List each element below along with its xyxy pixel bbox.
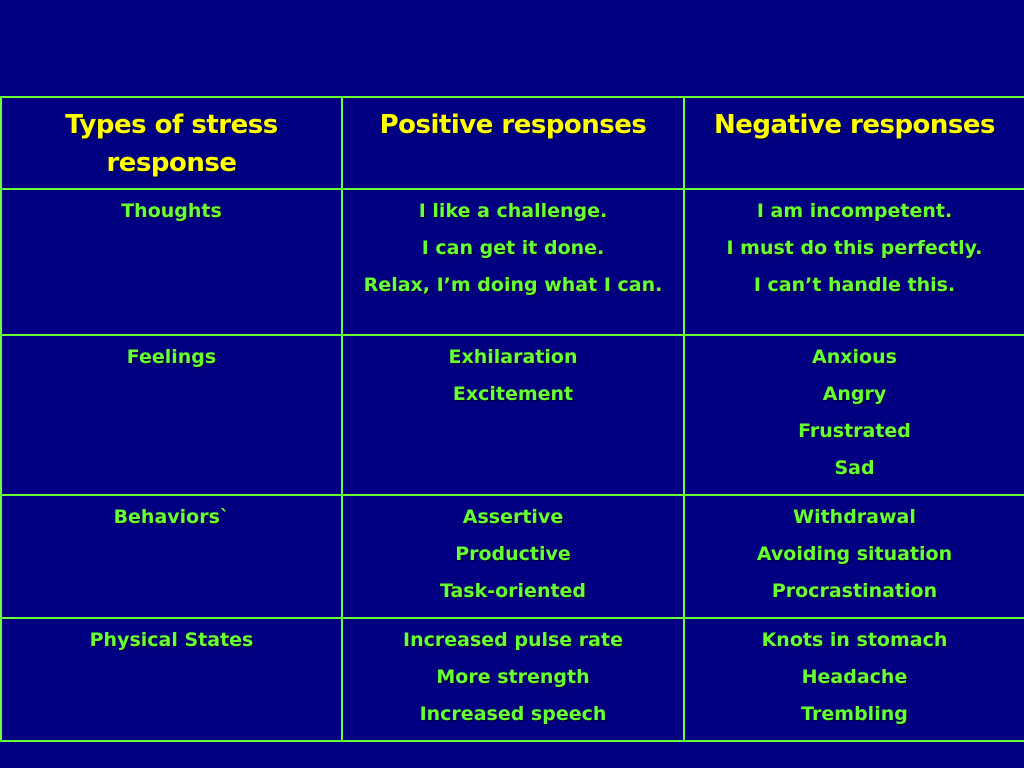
positive-cell: Increased pulse rate More strength Incre… [341, 617, 685, 742]
row-type-cell: Feelings [0, 334, 343, 496]
row-type-label: Feelings [126, 346, 217, 368]
negative-item: Headache [801, 666, 908, 688]
negative-item: I am incompetent. [756, 200, 953, 222]
positive-item: Task-oriented [439, 580, 587, 602]
stress-response-table: Types of stress response Positive respon… [0, 96, 1024, 742]
positive-item: Increased pulse rate [403, 629, 623, 651]
negative-cell: Withdrawal Avoiding situation Procrastin… [683, 494, 1024, 619]
negative-cell: Knots in stomach Headache Trembling [683, 617, 1024, 742]
table-header-row: Types of stress response Positive respon… [0, 96, 1024, 190]
positive-item: I can get it done. [421, 237, 605, 259]
negative-item: Angry [822, 383, 887, 405]
positive-cell: Assertive Productive Task-oriented [341, 494, 685, 619]
negative-item: Avoiding situation [756, 543, 953, 565]
negative-item: I must do this perfectly. [726, 237, 983, 259]
header-types: Types of stress response [0, 96, 343, 190]
positive-item: I like a challenge. [418, 200, 608, 222]
negative-item: Anxious [812, 346, 897, 368]
negative-item: Withdrawal [793, 506, 916, 528]
row-type-cell: Physical States [0, 617, 343, 742]
row-type-cell: Behaviors` [0, 494, 343, 619]
row-type-label: Thoughts [121, 200, 222, 222]
negative-item: Frustrated [798, 420, 911, 442]
negative-item: Knots in stomach [761, 629, 948, 651]
row-type-label: Physical States [89, 629, 254, 651]
positive-item: Exhilaration [448, 346, 578, 368]
table-row: Behaviors` Assertive Productive Task-ori… [0, 494, 1024, 619]
negative-item: Trembling [801, 703, 908, 725]
negative-item: Procrastination [771, 580, 938, 602]
negative-cell: I am incompetent. I must do this perfect… [683, 188, 1024, 336]
positive-item: Excitement [452, 383, 574, 405]
negative-item: Sad [834, 457, 875, 479]
positive-item: Productive [455, 543, 571, 565]
positive-cell: I like a challenge. I can get it done. R… [341, 188, 685, 336]
row-type-label: Behaviors` [113, 506, 230, 528]
positive-item: More strength [436, 666, 590, 688]
positive-item: Increased speech [419, 703, 607, 725]
header-negative: Negative responses [683, 96, 1024, 190]
negative-cell: Anxious Angry Frustrated Sad [683, 334, 1024, 496]
table-row: Physical States Increased pulse rate Mor… [0, 617, 1024, 742]
positive-item: Relax, I’m doing what I can. [363, 274, 663, 296]
positive-cell: Exhilaration Excitement [341, 334, 685, 496]
table-row: Feelings Exhilaration Excitement Anxious… [0, 334, 1024, 496]
negative-item: I can’t handle this. [753, 274, 956, 296]
row-type-cell: Thoughts [0, 188, 343, 336]
table-row: Thoughts I like a challenge. I can get i… [0, 188, 1024, 336]
positive-item: Assertive [462, 506, 564, 528]
header-positive: Positive responses [341, 96, 685, 190]
